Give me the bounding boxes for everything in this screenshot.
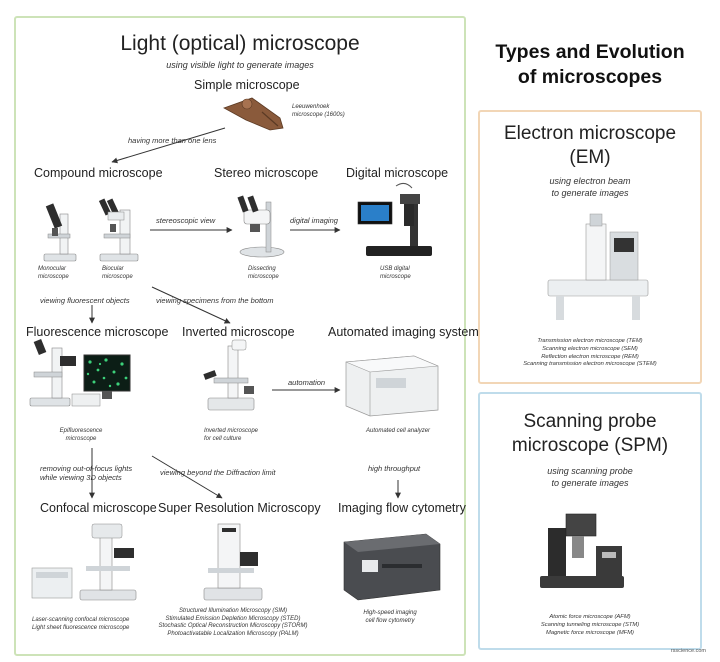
confocal-caption-line2: Light sheet fluorescence microscope (32, 624, 130, 631)
monocular-caption-line1: Monocular (38, 266, 67, 272)
em-title-line2: (EM) (569, 146, 611, 168)
arrow-label-diffraction: viewing beyond the Diffraction limit (160, 468, 276, 477)
spm-title: Scanning probe microscope (SPM) (478, 410, 702, 458)
fluorescence-microscope-illustration (29, 339, 131, 407)
confocal-microscope-heading: Confocal microscope (40, 501, 157, 515)
arrow-label-stereoscopic: stereoscopic view (156, 216, 216, 225)
inverted-microscope-illustration (203, 339, 255, 411)
em-type-stem: Scanning transmission electron microscop… (523, 361, 657, 368)
super-resolution-caption: Structured Illumination Microscopy (SIM)… (148, 608, 318, 638)
main-title-line2: of microscopes (517, 66, 663, 89)
electron-microscope-illustration (547, 213, 649, 320)
confocal-caption-line1: Laser-scanning confocal microscope (32, 617, 130, 623)
light-panel-subtitle: using visible light to generate images (166, 60, 314, 70)
digital-caption-line1: USB digital (380, 266, 410, 272)
spm-types-list: Atomic force microscope (AFM) Scanning t… (478, 614, 702, 637)
flow-caption-line1: High-speed imaging (363, 610, 417, 616)
monocular-caption: Monocular microscope (38, 266, 69, 281)
binocular-microscope-illustration (98, 198, 139, 262)
spm-type-mfm: Magnetic force microscope (MFM) (546, 629, 634, 636)
arrow-label-automation: automation (288, 378, 326, 387)
spm-subtitle-line1: using scanning probe (547, 466, 633, 476)
spm-subtitle-line2: to generate images (551, 477, 629, 488)
em-type-sem: Scanning electron microscope (SEM) (542, 345, 638, 352)
stereo-microscope-illustration (237, 195, 285, 258)
monocular-caption-line2: microscope (38, 273, 69, 280)
arrow-label-from-bottom: viewing specimens from the bottom (156, 296, 274, 305)
fluorescence-microscope-heading: Fluorescence microscope (26, 325, 169, 339)
em-type-tem: Transmission electron microscope (TEM) (537, 338, 643, 344)
simple-microscope-note: Leeuwenhoek microscope (1600s) (292, 104, 345, 119)
spm-title-line1: Scanning probe (523, 411, 657, 432)
spm-subtitle: using scanning probe to generate images (478, 466, 702, 489)
em-type-rem: Reflection electron microscope (REM) (541, 353, 639, 360)
stereo-caption: Dissecting microscope (248, 266, 279, 281)
imaging-flow-cytometry-heading: Imaging flow cytometry (338, 501, 466, 515)
em-title-line1: Electron microscope (503, 123, 677, 144)
automated-caption: Automated cell analyzer (366, 428, 431, 434)
arrow-label-out-of-focus-line1: removing out-of-focus lights (40, 464, 133, 473)
flow-caption: High-speed imaging cell flow cytometry (350, 610, 430, 625)
light-panel-title: Light (optical) microscope (120, 32, 360, 55)
fluorescence-caption-line2: microscope (65, 435, 97, 442)
spm-type-stm: Scanning tunneling microscope (STM) (540, 621, 640, 628)
spm-title-line2: microscope (SPM) (511, 434, 669, 456)
arrow-compound-to-inverted (151, 286, 231, 324)
superres-line-sted: Stimulated Emission Depletion Microscopy… (165, 615, 301, 622)
binocular-caption: Biocular microscope (102, 266, 133, 281)
arrow-label-fluorescent-objects: viewing fluorescent objects (40, 296, 130, 305)
compound-microscope-heading: Compound microscope (34, 166, 163, 180)
confocal-caption: Laser-scanning confocal microscope Light… (32, 617, 129, 632)
monocular-microscope-illustration (43, 203, 77, 262)
usb-digital-microscope-illustration (357, 182, 432, 256)
stereo-microscope-heading: Stereo microscope (214, 166, 319, 180)
inverted-caption: Inverted microscope for cell culture (204, 428, 258, 443)
binocular-caption-line2: microscope (102, 273, 133, 280)
arrow-fluorescence-to-superres (151, 455, 223, 499)
spm-type-afm: Atomic force microscope (AFM) (549, 614, 631, 620)
arrow-label-throughput: high throughput (368, 464, 421, 473)
inverted-caption-line2: for cell culture (204, 435, 242, 442)
simple-microscope-heading: Simple microscope (194, 78, 300, 92)
flow-arrows (89, 127, 401, 499)
main-title-line1: Types and Evolution (495, 41, 685, 63)
arrow-label-out-of-focus: removing out-of-focus lights while viewi… (40, 464, 132, 482)
automated-imaging-heading: Automated imaging system (328, 325, 479, 339)
digital-caption-line2: microscope (380, 273, 411, 280)
em-subtitle-line2: to generate images (551, 187, 629, 198)
simple-note-line1: Leeuwenhoek (292, 104, 330, 110)
superres-line-sim: Structured Illumination Microscopy (SIM) (178, 608, 288, 614)
stereo-caption-line2: microscope (248, 273, 279, 280)
automated-cell-analyzer-illustration (345, 355, 439, 417)
inverted-microscope-heading: Inverted microscope (182, 325, 295, 339)
super-resolution-microscope-illustration (203, 523, 263, 601)
fluorescence-caption: Epifluorescence microscope (46, 428, 116, 443)
arrow-label-more-lenses: having more than one lens (128, 136, 217, 145)
superres-line-palm: Photoactivatable Localization Microscopy… (167, 630, 299, 637)
em-types-list: Transmission electron microscope (TEM) S… (478, 338, 702, 369)
stereo-caption-line1: Dissecting (248, 266, 276, 272)
arrow-label-digital-imaging: digital imaging (290, 216, 338, 225)
scanning-probe-microscope-illustration (540, 513, 624, 588)
digital-microscope-heading: Digital microscope (346, 166, 449, 180)
superres-line-storm: Stochastic Optical Reconstruction Micros… (158, 623, 308, 629)
imaging-flow-cytometer-illustration (343, 533, 441, 601)
em-title: Electron microscope (EM) (478, 122, 702, 170)
em-subtitle: using electron beam to generate images (478, 176, 702, 199)
flow-caption-line2: cell flow cytometry (365, 617, 415, 624)
arrow-label-out-of-focus-line2: while viewing 3D objects (40, 473, 122, 482)
leeuwenhoek-microscope-illustration (223, 97, 284, 131)
arrow-simple-to-compound (111, 127, 226, 164)
digital-caption: USB digital microscope (380, 266, 411, 281)
fluorescence-caption-line1: Epifluorescence (59, 428, 103, 434)
inverted-caption-line1: Inverted microscope (204, 428, 259, 434)
confocal-microscope-illustration (31, 523, 137, 601)
main-title: Types and Evolution of microscopes (478, 40, 702, 91)
simple-note-line2: microscope (1600s) (292, 111, 345, 118)
em-subtitle-line1: using electron beam (549, 176, 631, 186)
credit-text: rsscience.com (670, 648, 706, 654)
binocular-caption-line1: Biocular (102, 266, 124, 272)
super-resolution-heading: Super Resolution Microscopy (158, 501, 321, 515)
